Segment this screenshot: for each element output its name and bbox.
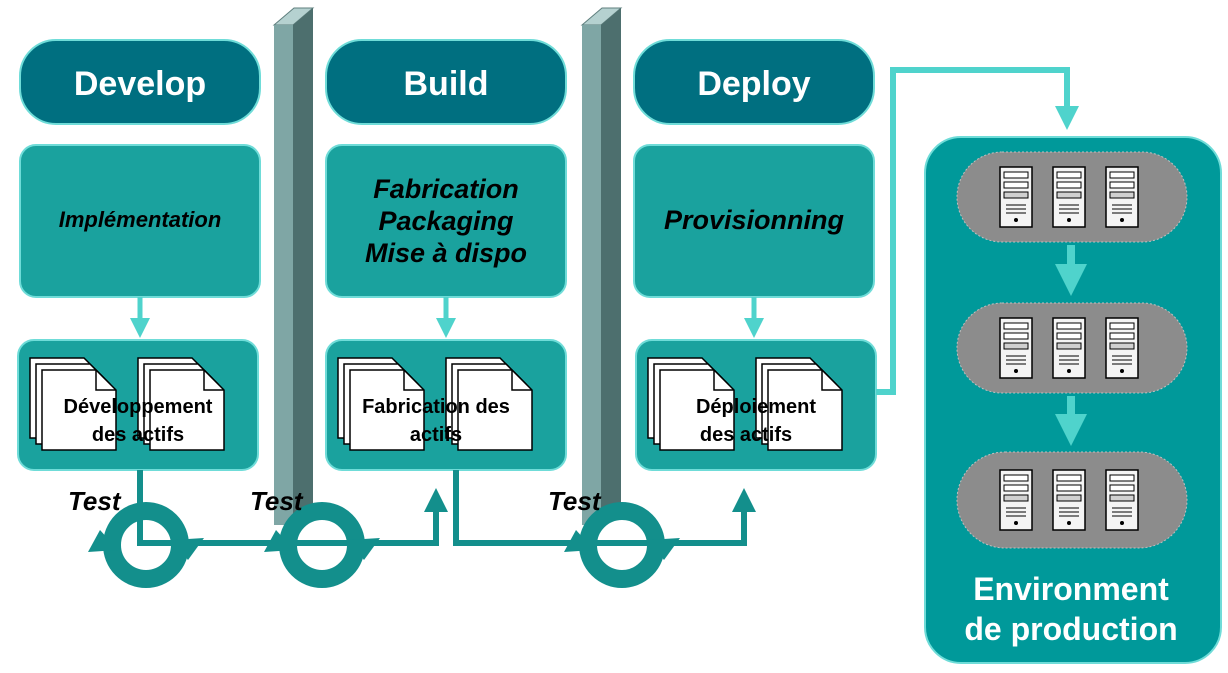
test-gate-wall-1 [272,7,315,525]
server-icon [1052,317,1086,379]
test-loop-icon-1 [88,502,204,588]
phase-header-develop-text: Develop [74,65,206,103]
process-deploy-line-1: Provisionning [664,205,845,235]
process-build-line-3: Mise à dispo [365,238,527,268]
phase-header-deploy: Deploy [633,39,875,125]
test-gate-wall-2 [580,7,623,525]
test-label-1: Test [68,486,122,516]
server-icon [1105,469,1139,531]
process-box-build: Fabrication Packaging Mise à dispo [325,144,567,298]
phase-header-develop: Develop [19,39,261,125]
process-build-line-1: Fabrication [373,174,519,204]
server-icon [999,317,1033,379]
asset-deploy-line-2: des actifs [700,424,792,446]
server-icon [999,166,1033,228]
connector-build-to-deploy [453,470,756,546]
asset-develop-line-2: des actifs [92,424,184,446]
server-icon [1105,166,1139,228]
phase-header-build-text: Build [404,65,489,103]
server-icon [1052,166,1086,228]
asset-deploy-line-1: Déploiement [696,396,816,418]
test-label-2: Test [250,486,304,516]
process-develop-line-1: Implémentation [59,207,222,232]
phase-header-build: Build [325,39,567,125]
test-loop-icon-2 [264,502,380,588]
server-icon [1105,317,1139,379]
test-loop-icon-3 [564,502,680,588]
server-band-3 [956,451,1188,549]
test-label-3: Test [548,486,602,516]
process-box-develop: Implémentation [19,144,261,298]
server-band-1 [956,151,1188,243]
server-icon [999,469,1033,531]
asset-box-deploy: Déploiement des actifs [635,339,877,471]
process-build-line-2: Packaging [378,206,514,236]
process-box-deploy: Provisionning [633,144,875,298]
production-title-line-1: Environment [973,571,1169,607]
production-environment: Environment de production [924,136,1222,664]
server-icon [1052,469,1086,531]
phase-header-deploy-text: Deploy [697,65,810,103]
asset-build-line-2: actifs [410,424,462,446]
production-title-line-2: de production [964,611,1177,647]
asset-develop-line-1: Développement [64,396,213,418]
server-band-2 [956,302,1188,394]
asset-box-build: Fabrication des actifs [325,339,567,471]
asset-box-develop: Développement des actifs [17,339,259,471]
asset-build-line-1: Fabrication des [362,396,510,418]
connector-deploy-to-production [876,67,1079,395]
